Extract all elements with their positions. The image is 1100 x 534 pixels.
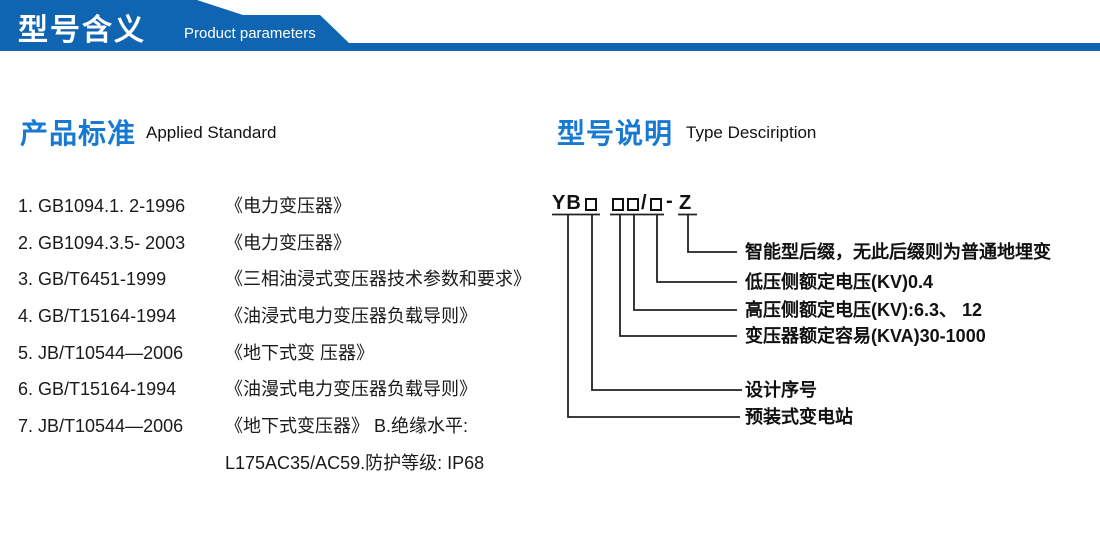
model-label-lv-voltage: 低压侧额定电压(KV)0.4 bbox=[745, 272, 934, 292]
placeholder-box-icon bbox=[627, 198, 639, 211]
standard-title: 《地下式变压器》 B.绝缘水平: bbox=[225, 416, 469, 436]
model-label-prefab-substation: 预装式变电站 bbox=[745, 407, 853, 427]
model-label-smart-suffix: 智能型后缀，无此后缀则为普通地埋变 bbox=[745, 242, 1051, 262]
standard-code: 7. JB/T10544—2006 bbox=[18, 416, 184, 436]
standard-title: 《电力变压器》 bbox=[225, 233, 351, 253]
model-prefix: YB bbox=[552, 192, 582, 214]
model-label-design-number: 设计序号 bbox=[745, 380, 817, 400]
standard-code: 4. GB/T15164-1994 bbox=[18, 306, 177, 326]
standard-title: 《油浸式电力变压器负载导则》 bbox=[225, 306, 477, 326]
standard-item: 3. GB/T6451-1999 《三相油浸式变压器技术参数和要求》 bbox=[18, 267, 558, 291]
standards-heading-cn: 产品标准 bbox=[20, 118, 137, 149]
page-title: 型号含义 bbox=[18, 14, 146, 47]
standard-title: 《电力变压器》 bbox=[225, 196, 351, 216]
standard-item-continuation: L175AC35/AC59.防护等级: IP68 bbox=[225, 453, 485, 473]
standard-title: 《三相油浸式变压器技术参数和要求》 bbox=[225, 269, 531, 289]
standards-heading-en: Applied Standard bbox=[146, 123, 277, 142]
standard-item: 1. GB1094.1. 2-1996 《电力变压器》 bbox=[18, 194, 558, 218]
model-slash: / bbox=[641, 192, 647, 214]
model-dash: - bbox=[666, 190, 673, 212]
standard-code: 3. GB/T6451-1999 bbox=[18, 269, 167, 289]
standard-code: 2. GB1094.3.5- 2003 bbox=[18, 233, 186, 253]
standard-item: 4. GB/T15164-1994 《油浸式电力变压器负载导则》 bbox=[18, 304, 558, 328]
model-suffix: Z bbox=[679, 192, 692, 214]
model-label-capacity: 变压器额定容易(KVA)30-1000 bbox=[745, 326, 986, 346]
standard-item: 6. GB/T15164-1994 《油漫式电力变压器负载导则》 bbox=[18, 377, 558, 401]
model-label-hv-voltage: 高压侧额定电压(KV):6.3、 12 bbox=[745, 300, 983, 320]
standard-item: 5. JB/T10544—2006 《地下式变 压器》 bbox=[18, 341, 558, 365]
standard-code: 5. JB/T10544—2006 bbox=[18, 343, 184, 363]
page-subtitle: Product parameters bbox=[184, 25, 316, 42]
standard-code: 6. GB/T15164-1994 bbox=[18, 379, 177, 399]
model-heading-en: Type Desciription bbox=[686, 123, 817, 142]
model-heading-cn: 型号说明 bbox=[557, 118, 674, 149]
placeholder-box-icon bbox=[650, 198, 662, 211]
placeholder-box-icon bbox=[612, 198, 624, 211]
standard-item: 2. GB1094.3.5- 2003 《电力变压器》 bbox=[18, 231, 558, 255]
standard-code: 1. GB1094.1. 2-1996 bbox=[18, 196, 186, 216]
standard-title: 《油漫式电力变压器负载导则》 bbox=[225, 379, 477, 399]
standard-title: 《地下式变 压器》 bbox=[225, 343, 375, 363]
placeholder-box-icon bbox=[585, 198, 597, 211]
standard-item: 7. JB/T10544—2006 《地下式变压器》 B.绝缘水平: bbox=[18, 414, 558, 438]
banner-shape bbox=[0, 0, 1100, 51]
